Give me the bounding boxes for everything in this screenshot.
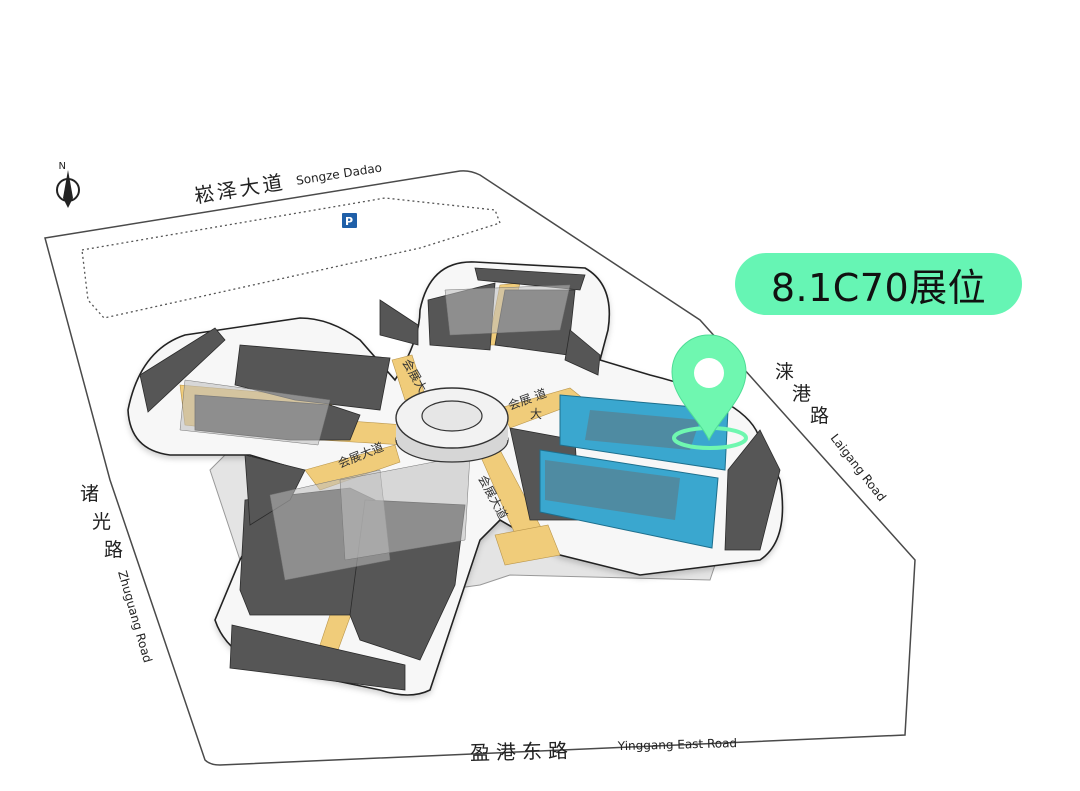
highlighted-hall [539, 394, 729, 549]
central-ring [395, 387, 509, 463]
road-name-en: Yinggang East Road [617, 736, 738, 753]
road-char: 诸 [80, 483, 99, 505]
avenue-label: 大 [530, 407, 542, 421]
road-char: 光 [92, 511, 111, 533]
road-label-south: 盈港东路 Yinggang East Road [470, 736, 738, 765]
parking-area [81, 197, 501, 319]
booth-label: 8.1C70展位 [770, 265, 987, 310]
hall-canopies [179, 284, 571, 581]
road-name-cn: 盈港东路 [470, 738, 575, 765]
road-char: 涞 [775, 361, 794, 383]
booth-label-badge: 8.1C70展位 [735, 253, 1022, 315]
road-name-en: Songze Dadao [295, 160, 383, 187]
compass-label: N [59, 159, 66, 170]
road-char: 路 [810, 405, 829, 427]
map-pin-icon[interactable] [671, 334, 748, 450]
parking-icon: P [342, 213, 357, 228]
parking-label: P [345, 215, 353, 228]
road-char: 路 [104, 539, 123, 561]
compass-north-icon: N [56, 159, 80, 208]
road-char: 港 [792, 383, 811, 405]
